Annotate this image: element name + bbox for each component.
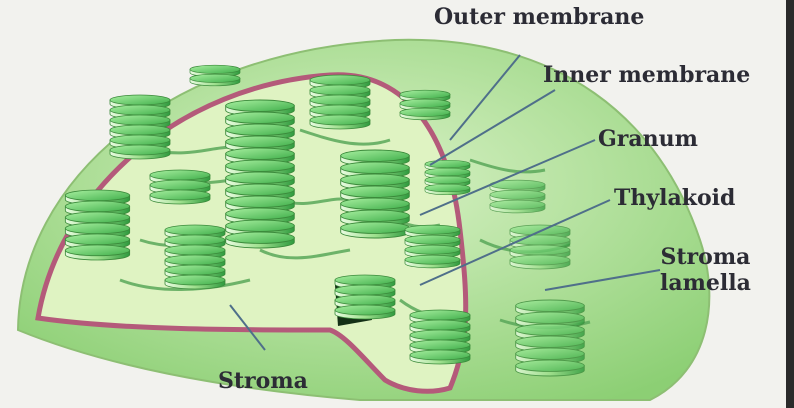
granum-8 <box>341 150 410 238</box>
granum-2 <box>190 65 240 86</box>
granum-5 <box>150 170 210 204</box>
granum-3 <box>226 100 295 248</box>
label-granum: Granum <box>598 126 698 152</box>
label-stroma-lamella-line2: lamella <box>660 270 751 296</box>
granum-14 <box>490 180 545 213</box>
granum-10 <box>425 160 470 195</box>
label-stroma: Stroma <box>218 368 308 394</box>
granum-7 <box>165 225 225 289</box>
granum-9 <box>400 90 450 120</box>
label-stroma-lamella-line1: Stroma <box>660 244 751 270</box>
granum-12 <box>335 275 395 319</box>
granum-1 <box>110 95 170 159</box>
granum-13 <box>410 310 470 364</box>
label-stroma-lamella: Stroma lamella <box>660 244 751 296</box>
granum-6 <box>65 190 129 260</box>
label-inner-membrane: Inner membrane <box>543 62 750 88</box>
granum-11 <box>405 225 460 268</box>
label-outer-membrane: Outer membrane <box>434 4 644 30</box>
label-thylakoid: Thylakoid <box>614 185 735 211</box>
granum-4 <box>310 75 370 129</box>
granum-16 <box>516 300 585 376</box>
page-edge <box>786 0 794 408</box>
